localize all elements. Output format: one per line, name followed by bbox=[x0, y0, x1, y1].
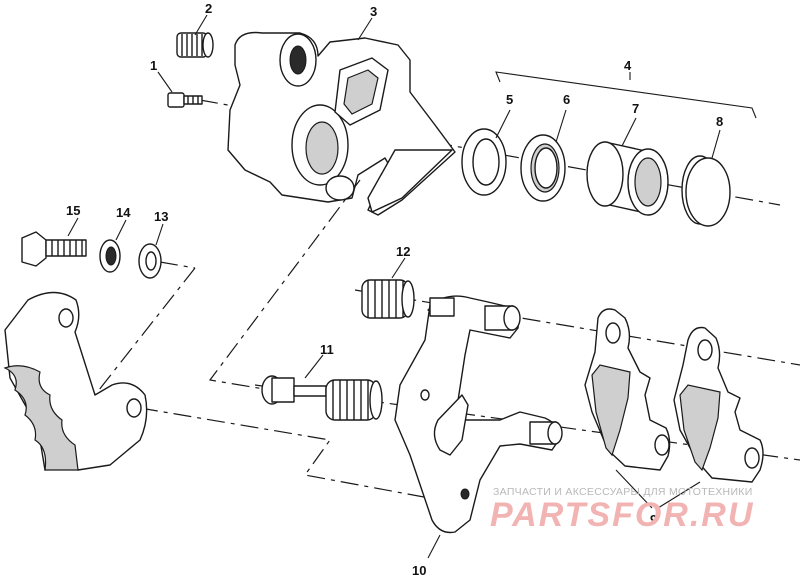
callout-10: 10 bbox=[412, 563, 426, 578]
bleeder-screw bbox=[167, 92, 203, 108]
callout-1: 1 bbox=[150, 58, 157, 73]
callout-labels: 1 2 3 4 5 6 7 8 9 10 11 12 13 14 15 bbox=[66, 1, 723, 578]
callout-11: 11 bbox=[320, 342, 334, 357]
callout-5: 5 bbox=[506, 92, 513, 107]
piston-seal bbox=[461, 128, 507, 196]
brake-pad-outer bbox=[673, 326, 764, 483]
piston-cap bbox=[681, 155, 731, 227]
dust-seal bbox=[520, 134, 566, 202]
callout-4: 4 bbox=[624, 58, 632, 73]
flat-washer bbox=[138, 243, 162, 279]
callout-8: 8 bbox=[716, 114, 723, 129]
lock-washer bbox=[99, 239, 121, 273]
watermark-caption: ЗАПЧАСТИ И АКСЕССУАРЫ ДЛЯ МОТОТЕХНИКИ bbox=[493, 486, 753, 498]
upper-pin-boot bbox=[361, 279, 415, 319]
callout-3: 3 bbox=[370, 4, 377, 19]
bleeder-plug bbox=[176, 32, 214, 58]
watermark-brand: PARTSFOR.RU bbox=[490, 496, 754, 534]
callout-12: 12 bbox=[396, 244, 410, 259]
fork-mount-bracket bbox=[3, 291, 148, 471]
caliper-support-bracket bbox=[394, 295, 563, 534]
mounting-bolt bbox=[21, 231, 87, 267]
callout-leaders bbox=[67, 14, 757, 559]
callout-15: 15 bbox=[66, 203, 80, 218]
callout-13: 13 bbox=[154, 209, 168, 224]
caliper-body bbox=[227, 31, 456, 216]
callout-9: 9 bbox=[650, 512, 657, 527]
callout-6: 6 bbox=[563, 92, 570, 107]
callout-14: 14 bbox=[116, 205, 131, 220]
callout-7: 7 bbox=[632, 101, 639, 116]
callout-2: 2 bbox=[205, 1, 212, 16]
piston bbox=[586, 141, 669, 216]
lower-pin-boot bbox=[325, 379, 383, 421]
lower-slide-pin bbox=[261, 375, 327, 405]
watermark: ЗАПЧАСТИ И АКСЕССУАРЫ ДЛЯ МОТОТЕХНИКИ PA… bbox=[490, 486, 754, 534]
brake-pad-inner bbox=[584, 308, 671, 471]
